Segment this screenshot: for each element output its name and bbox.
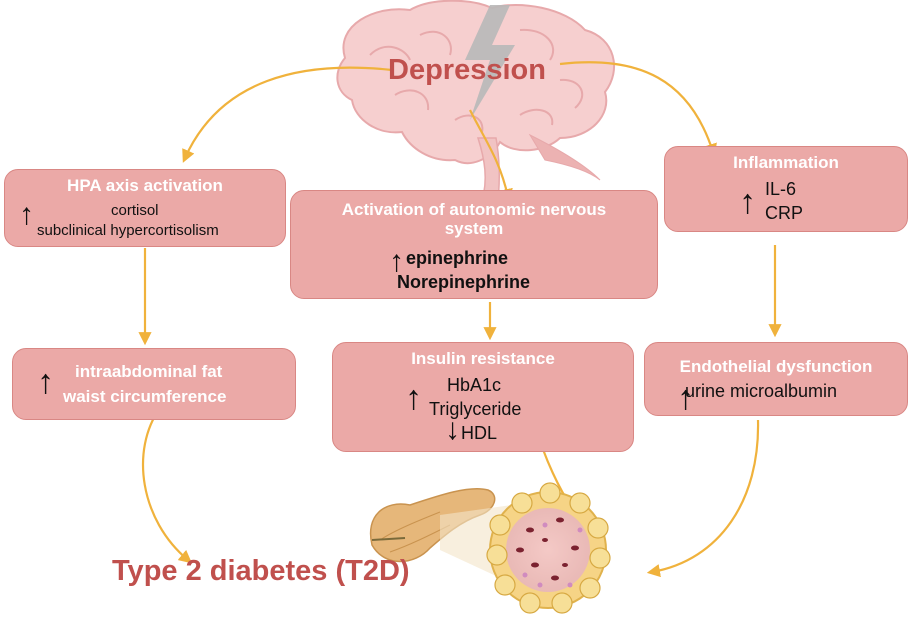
lightning-icon [465, 5, 515, 120]
up-arrow-icon: ↑ [405, 379, 422, 417]
fat-line-waist: waist circumference [63, 387, 227, 406]
brain-icon [336, 0, 615, 201]
type2-diabetes-title: Type 2 diabetes (T2D) [112, 555, 410, 587]
hpa-axis-box: HPA axis activation ↑ cortisol subclinic… [4, 169, 286, 247]
arrow-fat-to-t2d [141, 407, 193, 564]
endothelial-dysfunction-box: Endothelial dysfunction ↑ urine microalb… [644, 342, 908, 416]
up-arrow-icon: ↑ [389, 245, 404, 278]
arrow-depression-to-hpa [182, 66, 393, 163]
insulin-resistance-box: Insulin resistance ↑ HbA1c Triglyceride … [332, 342, 634, 452]
up-arrow-icon: ↑ [37, 363, 54, 401]
arrow-depression-to-inflammation [559, 61, 717, 158]
ans-line-epinephrine: epinephrine [406, 248, 509, 268]
fat-line-intraabdominal: intraabdominal fat [75, 362, 223, 381]
inflammation-box: Inflammation ↑ IL-6 CRP [664, 146, 908, 232]
hpa-line-cortisol: cortisol [111, 202, 159, 219]
insulin-line-hba1c: HbA1c [447, 375, 502, 395]
up-arrow-icon: ↑ [677, 379, 694, 417]
intraabdominal-fat-box: ↑ intraabdominal fat waist circumference [12, 348, 296, 420]
down-arrow-icon: ↓ [445, 413, 460, 446]
endothelial-title: Endothelial dysfunction [679, 357, 873, 376]
up-arrow-icon: ↑ [19, 198, 34, 231]
endothelial-line-microalbumin: urine microalbumin [685, 381, 838, 401]
insulin-line-triglyceride: Triglyceride [429, 399, 522, 419]
ans-line-norepinephrine: Norepinephrine [397, 272, 531, 292]
hpa-axis-title: HPA axis activation [67, 176, 223, 195]
hpa-line-hypercortisolism: subclinical hypercortisolism [37, 222, 219, 239]
arrow-endothelial-to-t2d [646, 419, 760, 578]
inflammation-line-il6: IL-6 [765, 179, 797, 199]
arrow-depression-to-ans [469, 109, 513, 203]
ans-title-line1: Activation of autonomic nervous [341, 200, 607, 219]
autonomic-nervous-system-box: Activation of autonomic nervous system ↑… [290, 190, 658, 299]
inflammation-title: Inflammation [733, 153, 839, 172]
islet-cells-icon [486, 482, 611, 614]
up-arrow-icon: ↑ [739, 183, 756, 221]
depression-title: Depression [388, 54, 546, 86]
insulin-line-hdl: HDL [461, 423, 498, 443]
insulin-title: Insulin resistance [411, 349, 555, 368]
ans-title-line2: system [444, 219, 504, 238]
inflammation-line-crp: CRP [765, 203, 804, 223]
